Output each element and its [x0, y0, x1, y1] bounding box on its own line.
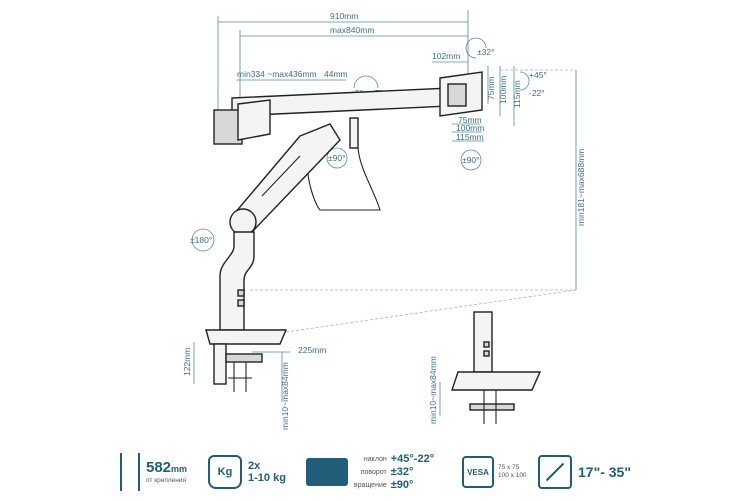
center-joint	[349, 117, 359, 149]
angle-rotate-b: ±90°	[462, 155, 480, 165]
weight-icon: Kg	[208, 455, 242, 489]
weight-range: 1-10 kg	[248, 472, 286, 484]
side-base	[451, 371, 542, 391]
swivel-label: поворот	[360, 468, 387, 476]
dim-vesa-115: 115mm	[456, 132, 484, 142]
pole-button-2	[237, 299, 245, 307]
angle-rotate-180: ±180°	[190, 235, 212, 245]
side-button-2	[483, 350, 490, 357]
side-clamp-plate	[469, 403, 515, 411]
swivel-arrow-icon	[465, 37, 487, 59]
vesa-icon: VESA	[462, 456, 494, 488]
product-drawing	[205, 71, 542, 424]
height-value: 582	[146, 459, 172, 476]
clamp-base	[205, 329, 288, 345]
spec-height: 582mm от крепления	[120, 450, 208, 494]
dim-vesa-75-vertical: 75mm	[486, 76, 496, 100]
angle-tilt-pos: +45°	[529, 70, 547, 80]
dim-gap: 44mm	[324, 69, 348, 79]
height-note: от крепления	[146, 477, 186, 484]
angle-tilt-neg: -22°	[529, 88, 545, 98]
spec-screen: 17"- 35"	[538, 450, 638, 494]
spec-vesa: VESA 75 x 75 100 x 100	[462, 450, 536, 494]
vesa-2: 100 x 100	[498, 472, 527, 479]
dim-clamp-depth: 225mm	[298, 345, 326, 355]
monitor-icon	[306, 458, 348, 486]
pole-button-1	[237, 289, 245, 297]
dim-spacing: min334 ~max436mm	[237, 69, 317, 79]
dimension-lines	[193, 10, 577, 416]
vesa-label: VESA	[467, 467, 489, 477]
rotate-arrow-icon	[326, 147, 348, 169]
tilt-value: +45°-22°	[390, 452, 435, 465]
dim-clamp-height: 122mm	[182, 348, 192, 376]
dim-height-range: min181~max688mm	[576, 149, 586, 226]
dim-vesa-75: 75mm	[458, 115, 482, 125]
side-button-1	[483, 341, 490, 348]
height-icon	[120, 453, 140, 491]
rotate-arrow-icon-2	[460, 149, 482, 171]
angle-rotate-a: ±90°	[328, 153, 346, 163]
dim-vesa-115-vertical: 115mm	[512, 80, 522, 108]
left-bracket	[237, 99, 271, 141]
swivel-value: ±32°	[390, 465, 414, 478]
rotate-value: ±90°	[390, 478, 414, 491]
dim-desk-range-1: min10~max84mm	[280, 362, 290, 430]
clamp-plate	[225, 353, 263, 363]
elbow-joint	[229, 208, 257, 236]
angle-swivel: ±32°	[477, 47, 495, 57]
vesa-1: 75 x 75	[498, 464, 520, 471]
arm-detail	[261, 155, 301, 197]
support-pole	[219, 231, 255, 331]
rotate-180-arrow-icon	[191, 228, 215, 252]
weight-icon-text: Kg	[217, 466, 233, 478]
diagonal-icon	[538, 455, 572, 489]
weight-count: 2x	[248, 460, 261, 472]
right-bracket	[447, 83, 467, 107]
dimension-labels: 910mm max840mm min334 ~max436mm 44mm 102…	[182, 11, 586, 430]
level-arrow-icon	[353, 75, 379, 89]
rotate-label: вращение	[354, 481, 387, 489]
tilt-label: наклон	[363, 455, 387, 463]
spec-angles: наклон поворот вращение +45°-22° ±32° ±9…	[306, 450, 462, 494]
dim-side: 102mm	[432, 51, 460, 61]
tilt-arrow-icon	[519, 71, 530, 91]
spec-weight: Kg 2x 1-10 kg	[208, 450, 294, 494]
screen-range: 17"- 35"	[578, 464, 631, 480]
dim-max-width: max840mm	[330, 25, 374, 35]
dim-total-width: 910mm	[330, 11, 358, 21]
height-unit: mm	[171, 464, 188, 474]
dim-vesa-100-vertical: 100mm	[498, 76, 508, 104]
dim-desk-range-2: min10~max84mm	[428, 356, 438, 424]
gas-spring-arm	[233, 123, 341, 234]
dim-vesa-100: 100mm	[456, 123, 484, 133]
clamp-arm	[213, 343, 227, 385]
